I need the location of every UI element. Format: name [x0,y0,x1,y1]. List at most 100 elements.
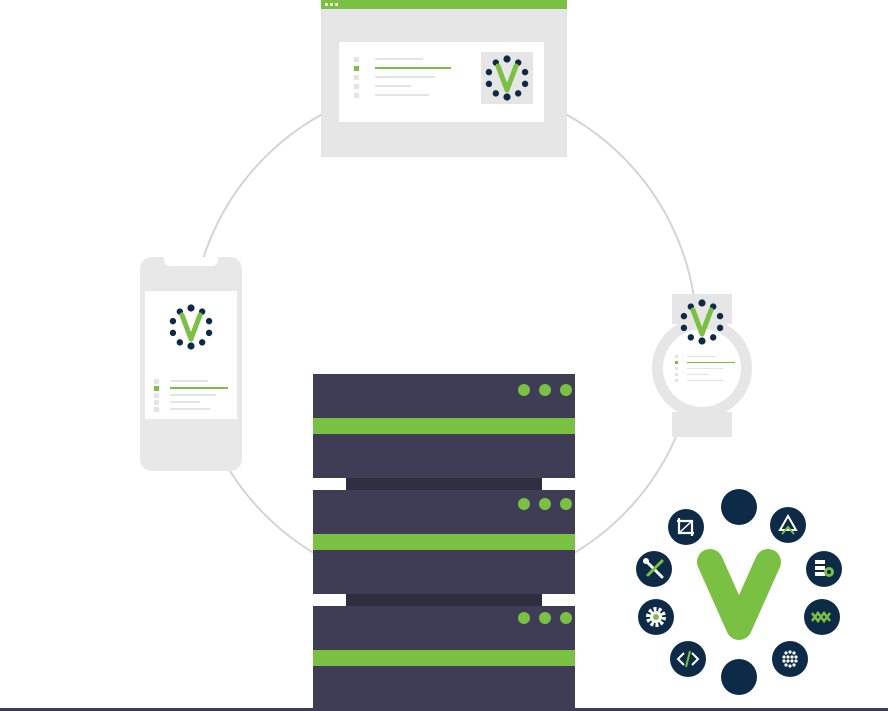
mini-ring-node [680,324,688,332]
mini-ring-node [187,304,195,312]
list-bullet [154,400,159,405]
wrench-screwdriver-icon [636,551,672,587]
list-bullet [354,84,359,89]
list-line-active [170,387,228,389]
server-unit-1 [313,374,575,478]
status-led-icon [518,384,530,396]
ground-line [0,708,888,711]
mini-ring-node [205,317,213,325]
phone-screen [145,291,237,419]
mini-ring-node [716,324,724,332]
list-bullet [675,379,678,382]
v-logo-icon [179,312,203,342]
logo-wheel [636,489,842,695]
list-bullet [354,57,359,62]
list-line [375,58,423,60]
list-line [170,394,216,396]
list-line [375,76,435,78]
list-line-active [375,67,451,69]
mini-ring-node [503,93,511,101]
mini-ring-node [176,339,184,346]
mini-ring-node [716,312,724,320]
plain-node [721,659,757,695]
phone-notch [164,257,218,266]
server-gear-icon [806,551,842,587]
browser-title-bar [321,0,567,9]
mini-ring-node [514,90,522,97]
status-led-icon [539,612,551,624]
mini-ring-node [187,342,195,350]
list-line [375,85,411,87]
list-bullet-active [154,386,159,391]
status-led-icon [560,612,572,624]
mini-ring-node [687,334,695,341]
phone-device [140,257,242,471]
list-line [375,94,429,96]
mini-ring-node [169,329,177,337]
triangle-network-icon [770,507,806,543]
server-stripe [313,534,575,550]
arrows-exchange-icon [804,599,840,635]
watch-face [652,318,752,418]
list-bullet [154,379,159,384]
crop-icon [668,509,704,545]
v-logo-icon [495,63,519,93]
mini-logo-wheel [680,299,724,345]
list-bullet [354,75,359,80]
list-line [687,380,723,381]
mini-ring-node [709,334,717,341]
list-bullet [675,373,678,376]
mini-ring-node [503,55,511,63]
list-bullet [675,367,678,370]
list-bullet [154,393,159,398]
mini-ring-node [698,337,706,345]
mini-ring-node [521,68,529,76]
mini-ring-node [680,312,688,320]
list-line [687,368,723,369]
browser-content-panel [339,42,544,122]
mini-ring-node [698,299,706,307]
status-led-icon [518,498,530,510]
list-line [687,374,709,375]
list-bullet [154,407,159,412]
gear-icon [638,599,674,635]
rack-rail [346,478,542,490]
mini-ring-node [485,80,493,88]
list-line [170,408,210,410]
plain-node [721,489,757,525]
mini-logo-wheel [481,52,533,104]
status-led-icon [539,384,551,396]
server-stripe [313,650,575,666]
mini-logo-wheel [169,304,213,350]
list-bullet-active [354,66,359,71]
list-line [170,401,200,403]
mini-ring-node [485,68,493,76]
mini-ring-node [205,329,213,337]
status-led-icon [560,384,572,396]
mini-ring-node [169,317,177,325]
status-led-icon [560,498,572,510]
status-led-icon [539,498,551,510]
list-bullet [675,355,678,358]
dot-cluster-icon [772,641,808,677]
browser-dot-icon [335,3,338,6]
list-bullet [354,93,359,98]
list-line-active [687,362,735,363]
status-led-icon [518,612,530,624]
v-logo-icon [697,549,781,640]
watch-screen [663,329,741,407]
mini-ring-node [198,339,206,346]
server-unit-3 [313,606,575,708]
browser-dot-icon [330,3,333,6]
list-line [687,356,717,357]
v-logo-icon [690,307,714,337]
browser-window [321,0,567,157]
browser-dot-icon [325,3,328,6]
server-stripe [313,418,575,434]
rack-rail [346,594,542,606]
code-icon [670,641,706,677]
list-bullet-active [675,361,678,364]
server-unit-2 [313,490,575,594]
mini-ring-node [521,80,529,88]
list-line [170,380,208,382]
